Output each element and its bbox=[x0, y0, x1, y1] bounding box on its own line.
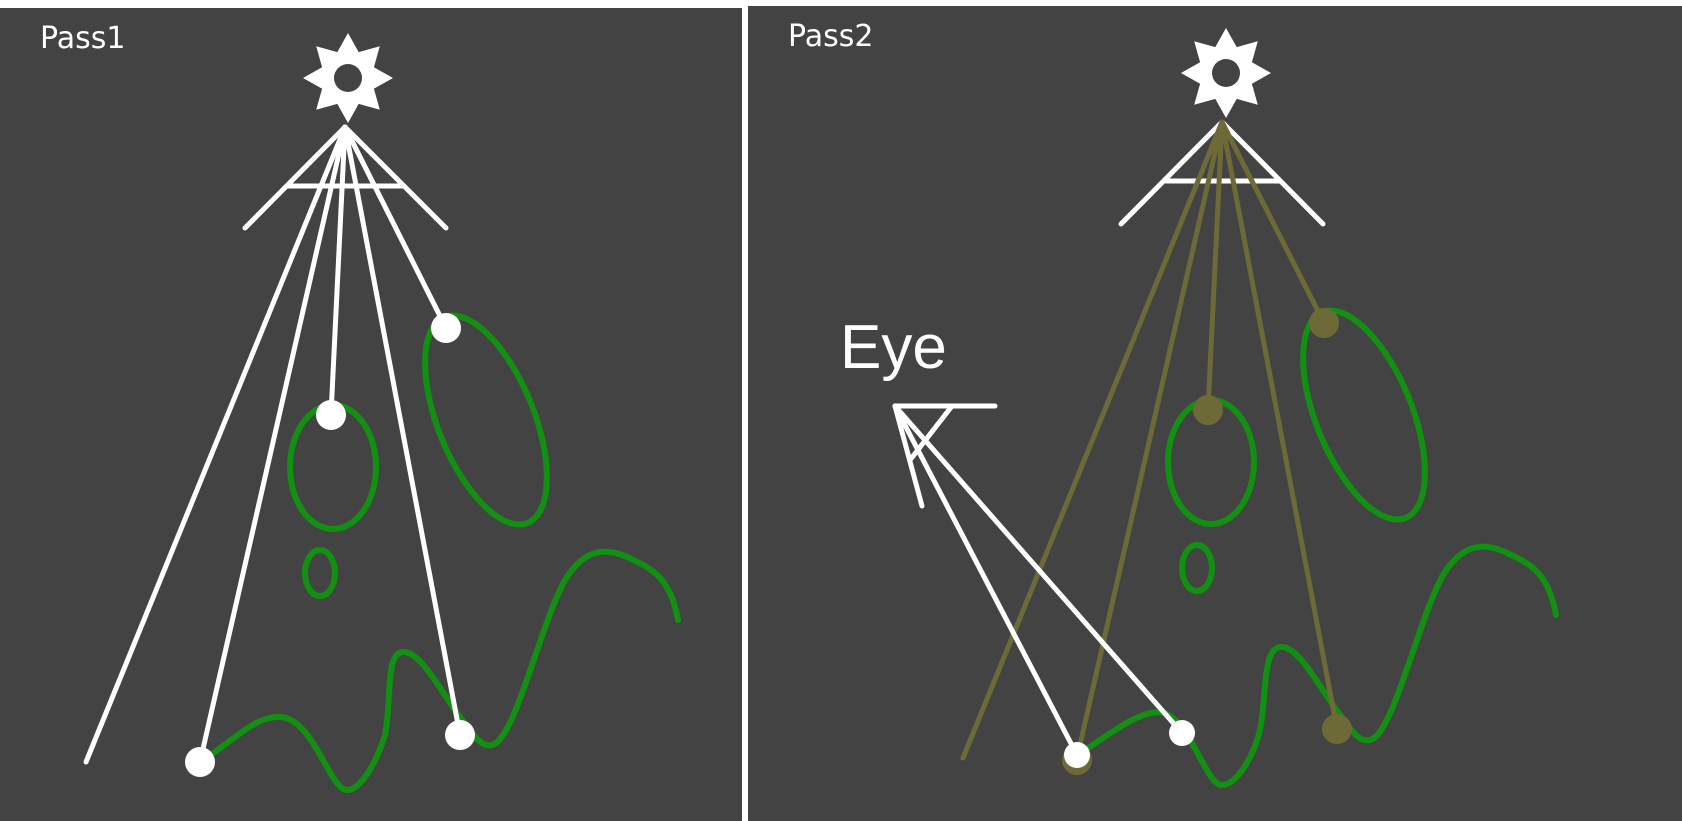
rsm-sample-point-faded bbox=[1322, 714, 1352, 744]
tiny-ellipse bbox=[1179, 542, 1215, 594]
sun-icon bbox=[1181, 28, 1271, 118]
sample-point bbox=[185, 747, 215, 777]
rsm-sample-points bbox=[185, 313, 475, 777]
eye-label: Eye bbox=[840, 313, 947, 382]
spotlight-frustum-icon bbox=[1118, 119, 1326, 227]
visible-point bbox=[1169, 720, 1195, 746]
panel-divider bbox=[742, 0, 748, 821]
pass1-panel: Pass1 bbox=[0, 8, 742, 821]
visible-point bbox=[1064, 742, 1090, 768]
ground-curve bbox=[197, 548, 681, 793]
pass2-panel: Pass2 bbox=[748, 6, 1682, 821]
rsm-sample-point-faded bbox=[1309, 308, 1339, 338]
pass2-label: Pass2 bbox=[788, 19, 873, 54]
sample-point bbox=[431, 313, 461, 343]
spotlight-frustum-icon bbox=[242, 124, 449, 231]
light-rays-pass2-faded bbox=[960, 119, 1352, 775]
tiny-ellipse bbox=[302, 547, 338, 599]
pass1-background bbox=[0, 8, 742, 821]
camera-rays bbox=[892, 403, 1195, 768]
sun-icon bbox=[303, 33, 393, 123]
pass1-label: Pass1 bbox=[40, 21, 125, 56]
rsm-sample-point-faded bbox=[1193, 395, 1223, 425]
ground-curve bbox=[1074, 543, 1559, 788]
sample-point bbox=[445, 720, 475, 750]
sample-point bbox=[316, 400, 346, 430]
light-rays-pass1 bbox=[83, 124, 463, 765]
